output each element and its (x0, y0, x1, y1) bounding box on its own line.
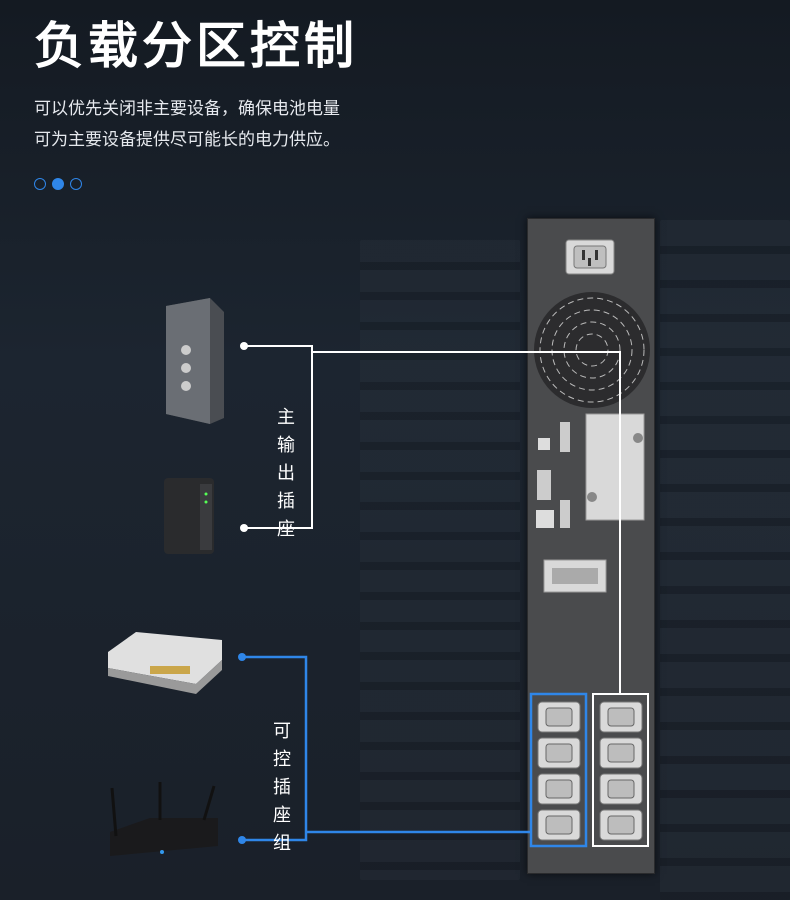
label-char: 座 (277, 519, 295, 540)
battery-connector (543, 559, 607, 593)
server-tower-icon (166, 298, 224, 424)
outlet-socket-face (607, 707, 635, 727)
label-char: 出 (277, 463, 295, 484)
label-char: 控 (273, 749, 291, 770)
connection-node (240, 342, 248, 350)
carousel-pager (34, 178, 82, 190)
page-title: 负载分区控制 (34, 17, 358, 75)
label-char: 主 (277, 407, 295, 428)
label-char: 插 (277, 491, 295, 512)
label-char: 可 (273, 721, 291, 742)
fan-grille-icon (534, 292, 650, 408)
communication-ports (536, 422, 570, 528)
connection-node (240, 524, 248, 532)
connection-node (238, 836, 246, 844)
wifi-router-icon (110, 782, 218, 856)
outlet-socket-face (545, 743, 573, 763)
connection-node (238, 653, 246, 661)
main-outlet-label: 主 输 出 插 座 (276, 404, 296, 544)
label-char: 组 (273, 833, 291, 854)
main-outlet-connection-lines (244, 345, 621, 694)
network-switch-icon (108, 632, 222, 694)
pager-dot-active[interactable] (52, 178, 64, 190)
outlet-socket-face (545, 707, 573, 727)
pager-dot[interactable] (34, 178, 46, 190)
background-rack (660, 220, 790, 900)
label-char: 输 (277, 435, 295, 456)
outlet-socket-face (545, 815, 573, 835)
label-char: 插 (273, 777, 291, 798)
outlet-socket-face (607, 779, 635, 799)
ups-input-socket (565, 239, 615, 275)
page-description: 可以优先关闭非主要设备，确保电池电量 可为主要设备提供尽可能长的电力供应。 (34, 94, 340, 156)
expansion-slot (585, 413, 645, 521)
nas-box-icon (164, 478, 214, 554)
outlet-socket-face (607, 815, 635, 835)
description-line: 可以优先关闭非主要设备，确保电池电量 (34, 99, 340, 119)
controllable-outlet-connection-lines (242, 655, 531, 842)
pager-dot[interactable] (70, 178, 82, 190)
description-line: 可为主要设备提供尽可能长的电力供应。 (34, 130, 340, 150)
outlet-socket-face (545, 779, 573, 799)
label-char: 座 (273, 805, 291, 826)
controllable-outlet-label: 可 控 插 座 组 (272, 718, 292, 858)
outlet-sockets (537, 701, 643, 841)
background-rack (360, 240, 520, 880)
outlet-socket-face (607, 743, 635, 763)
controllable-outlet-group-frame (529, 692, 588, 848)
